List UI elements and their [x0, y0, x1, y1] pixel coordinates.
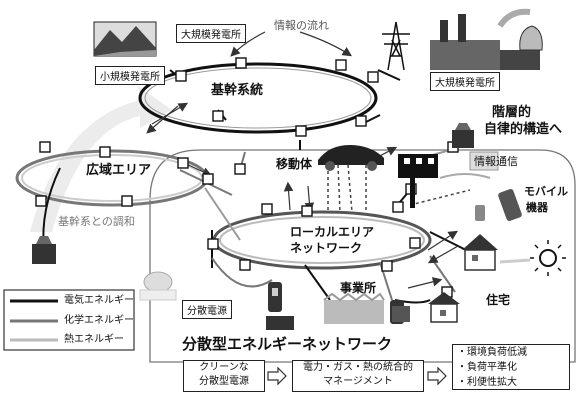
harmony-label: 基幹系との調和: [58, 215, 135, 228]
hierarchical-label-2: 自律的構造へ: [484, 122, 563, 137]
storage-box-icon-2: [452, 123, 474, 148]
info-comm-label: 情報通信: [474, 155, 518, 168]
info-comm-tower-icon: [469, 151, 499, 171]
legend-swatches: [10, 299, 58, 342]
wide-area-label: 広域エリア: [86, 163, 152, 178]
legend-chemical: 化学エネルギー: [64, 315, 134, 326]
mobile-device-label-2: 機器: [526, 201, 548, 214]
power-tower-icon: [382, 21, 410, 71]
office-label: 事業所: [340, 281, 377, 295]
info-comm-building-icon: [398, 154, 438, 208]
hierarchical-label-1: 階層的: [492, 105, 532, 120]
result-item: ・利便性拡大: [457, 377, 517, 388]
backbone-ring: [138, 62, 378, 134]
legend-electric: 電気エネルギー: [64, 295, 134, 306]
distributed-source-label: 分散電源: [182, 300, 232, 319]
house-icon: [462, 234, 498, 271]
mobile-device-icon: [475, 189, 522, 221]
small-plant-picture: [93, 21, 157, 57]
local-area-label-2: ネットワーク: [290, 241, 363, 255]
result-item: ・負荷平準化: [457, 362, 517, 373]
power-plant-icon: [430, 8, 543, 70]
legend-box: [3, 289, 135, 351]
mobile-body-label: 移動体: [276, 157, 313, 171]
distributed-network-title: 分散型エネルギーネットワーク: [182, 335, 393, 353]
clean-source-box: クリーンな 分散型電源: [183, 360, 265, 392]
integrated-management-line2: マネージメント: [323, 376, 393, 387]
local-area-label-1: ローカルエリア: [290, 225, 375, 239]
network-nodes: [35, 57, 459, 298]
integrated-management-box: 電力・ガス・熱の統合的 マネージメント: [292, 360, 424, 392]
results-box: ・環境負荷低減 ・負荷平準化 ・利便性拡大: [452, 344, 570, 390]
bottom-arrows: [267, 366, 447, 386]
tank-icon: [266, 306, 410, 330]
result-item: ・環境負荷低減: [457, 347, 527, 358]
large-plant-label-1: 大規模発電所: [176, 24, 246, 43]
mobile-device-label-1: モバイル: [524, 185, 568, 198]
storage-box-icon: [32, 236, 56, 264]
dashed-lines: [327, 164, 471, 213]
integrated-management-line1: 電力・ガス・熱の統合的: [303, 362, 413, 373]
distributed-source-icon: [139, 271, 177, 301]
car-icon: [318, 144, 384, 171]
sun-icon: [530, 240, 566, 276]
distributed-region-outline: [149, 149, 576, 363]
house-label: 住宅: [486, 293, 511, 307]
clean-source-line1: クリーンな: [199, 362, 249, 373]
backbone-label: 基幹系統: [211, 83, 264, 98]
fuel-cell-icon: [268, 282, 282, 312]
large-plant-label-2: 大規模発電所: [430, 72, 500, 91]
info-flow-arrows: [146, 31, 459, 289]
legend-thermal: 熱エネルギー: [64, 334, 124, 345]
house-icon-2: [428, 292, 460, 323]
office-building-icon: [323, 292, 385, 324]
small-plant-label: 小規模発電所: [95, 66, 165, 85]
clean-source-line2: 分散型電源: [199, 376, 249, 387]
info-flow-label: 情報の流れ: [274, 19, 329, 32]
